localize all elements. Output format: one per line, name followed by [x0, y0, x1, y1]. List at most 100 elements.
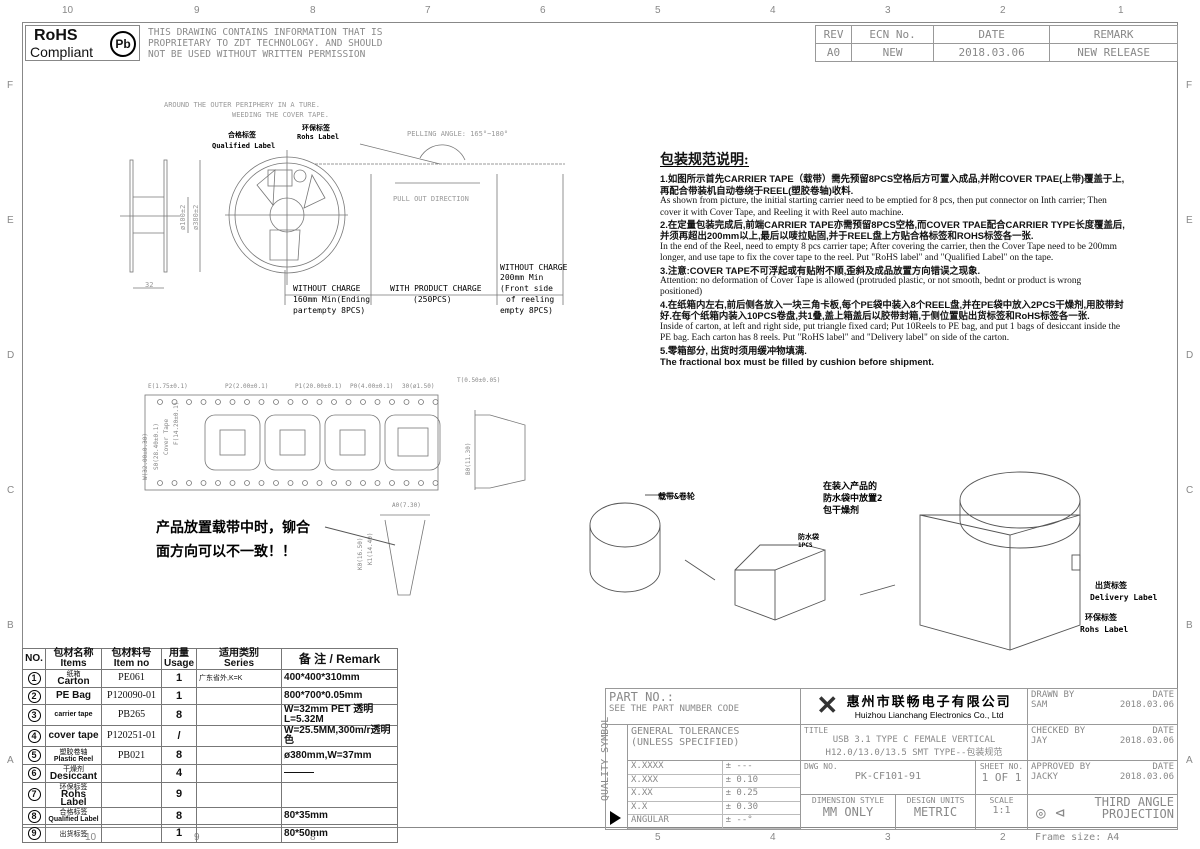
row-label: C [1186, 485, 1194, 496]
svg-text:在装入产品的: 在装入产品的 [823, 480, 877, 492]
sprocket-hole [200, 480, 207, 486]
sprocket-hole [360, 399, 366, 405]
sprocket-hole [200, 399, 207, 405]
sprocket-hole [229, 399, 236, 405]
sprocket-hole [374, 399, 381, 405]
col-label: 9 [194, 5, 200, 16]
svg-text:(250PCS): (250PCS) [413, 295, 452, 304]
sprocket-hole [432, 480, 439, 486]
tolerance-row: X.XX± 0.25 [628, 788, 800, 802]
row-label: A [1186, 755, 1193, 766]
col-label: 6 [540, 5, 546, 16]
note-line: 3.注意:COVER TAPE不可浮起或有贴附不顺,歪斜及成品放置方向错误之现象… [660, 264, 981, 276]
col-label: 7 [425, 5, 431, 16]
tolerance-row: ANGULAR± --° [628, 815, 800, 829]
svg-text:面方向可以不一致！！: 面方向可以不一致！！ [156, 543, 296, 560]
svg-text:WITH PRODUCT CHARGE: WITH PRODUCT CHARGE [390, 284, 482, 293]
svg-text:环保标签: 环保标签 [302, 123, 331, 132]
sprocket-hole [432, 399, 439, 405]
svg-text:Qualified Label: Qualified Label [212, 142, 275, 150]
packaging-notes: 包装规范说明: 1.如图所示首先CARRIER TAPE（载带）需先预留8PCS… [660, 153, 1125, 367]
svg-text:WITHOUT CHARGE: WITHOUT CHARGE [500, 263, 568, 272]
sprocket-hole [186, 399, 192, 405]
svg-text:环保标签: 环保标签 [1085, 612, 1118, 622]
svg-text:包干燥剂: 包干燥剂 [822, 504, 859, 516]
col-label: 5 [655, 832, 661, 843]
compliant-text: Compliant [30, 44, 94, 60]
col-label: 2 [1000, 5, 1006, 16]
row-label: E [7, 215, 14, 226]
row-label: D [7, 350, 15, 361]
svg-text:P0(4.00±0.1): P0(4.00±0.1) [350, 383, 393, 390]
sprocket-hole [418, 399, 424, 405]
svg-text:ø100±2: ø100±2 [179, 205, 187, 230]
sprocket-hole [403, 399, 410, 405]
col-label: 1 [1118, 5, 1124, 16]
sprocket-hole [229, 480, 236, 486]
note-line: 5.零箱部分, 出货时须用缓冲物填满. [660, 344, 807, 356]
row-label: B [7, 620, 14, 631]
sprocket-hole [287, 480, 294, 486]
disclaimer: THIS DRAWING CONTAINS INFORMATION THAT I… [148, 27, 383, 60]
row-number: 5 [27, 749, 41, 763]
note-line: 1.如图所示首先CARRIER TAPE（载带）需先预留8PCS空格后方可置入成… [660, 173, 1125, 196]
company-logo-icon: ✕ [816, 690, 839, 720]
table-row: 4 cover tape P120251-01 / W=25.5MM,300m/… [22, 725, 398, 748]
sprocket-hole [157, 399, 163, 405]
drawing-frame [22, 22, 1178, 828]
packaging-illustration: 载带&卷轮 在装入产品的 防水袋中放置2 包干燥剂 防水袋 1PCS 出货标签D… [589, 471, 1158, 651]
no-lead-icon: Pb [110, 31, 136, 57]
quality-arrow-icon [610, 810, 621, 825]
svg-text:Rohs Label: Rohs Label [297, 133, 339, 141]
svg-text:1PCS: 1PCS [798, 542, 813, 549]
svg-text:T(0.50±0.05): T(0.50±0.05) [457, 377, 500, 384]
svg-text:W(32.00±0.30): W(32.00±0.30) [142, 433, 149, 480]
svg-text:A0(7.30): A0(7.30) [392, 502, 421, 509]
note-line: 4.在纸箱内左右,前后侧各放入一块三角卡板,每个PE袋中装入8个REEL盘,并在… [660, 298, 1124, 322]
row-label: A [7, 755, 14, 766]
sprocket-hole [215, 399, 221, 405]
svg-text:E(1.75±0.1): E(1.75±0.1) [148, 383, 188, 390]
svg-text:F(14.20±0.1): F(14.20±0.1) [173, 402, 180, 445]
sprocket-hole [345, 480, 352, 486]
row-number: 2 [27, 689, 41, 703]
svg-text:产品放置载带中时，铆合: 产品放置载带中时，铆合 [156, 519, 311, 536]
sprocket-hole [273, 399, 279, 405]
carrier-tape-drawing: E(1.75±0.1)P2(2.00±0.1) P1(20.00±0.1)P0(… [142, 377, 526, 596]
svg-text:S0(28.40±0.1): S0(28.40±0.1) [153, 423, 160, 470]
row-number: 6 [27, 766, 41, 780]
svg-text:Rohs Label: Rohs Label [1080, 625, 1128, 634]
row-number: 3 [27, 708, 41, 722]
svg-text:AROUND THE OUTER PERIPHERY IN: AROUND THE OUTER PERIPHERY IN A TURE. [164, 101, 320, 109]
svg-text:Cover Tape: Cover Tape [163, 418, 170, 455]
projection-symbol-icon: ◎ ⊲ [1036, 803, 1065, 823]
svg-text:载带&卷轮: 载带&卷轮 [658, 491, 695, 501]
sprocket-hole [389, 399, 395, 405]
sprocket-hole [287, 399, 294, 405]
svg-text:防水袋: 防水袋 [798, 532, 820, 541]
sprocket-hole [244, 480, 250, 486]
rohs-text: RoHS [34, 27, 78, 44]
table-row: 9 出货标签 1 80*50mm [22, 824, 398, 844]
sprocket-hole [374, 480, 381, 486]
note-line: 2.在定量包装完成后,前端CARRIER TAPE亦需预留8PCS空格,而COV… [660, 219, 1125, 242]
tolerance-row: X.XXXX± --- [628, 761, 800, 775]
svg-text:B0(11.30): B0(11.30) [465, 442, 472, 475]
svg-text:ø380±2: ø380±2 [192, 205, 200, 230]
row-label: C [7, 485, 15, 496]
row-number: 9 [27, 827, 41, 841]
col-label: 3 [885, 5, 891, 16]
row-label: E [1186, 215, 1193, 226]
sprocket-hole [157, 480, 163, 486]
sprocket-hole [316, 480, 323, 486]
sprocket-hole [171, 399, 178, 405]
sprocket-hole [345, 399, 352, 405]
table-row: 3 carrier tape PB265 8 W=32mm PET 透明L=5.… [22, 704, 398, 727]
row-number: 1 [27, 671, 41, 685]
